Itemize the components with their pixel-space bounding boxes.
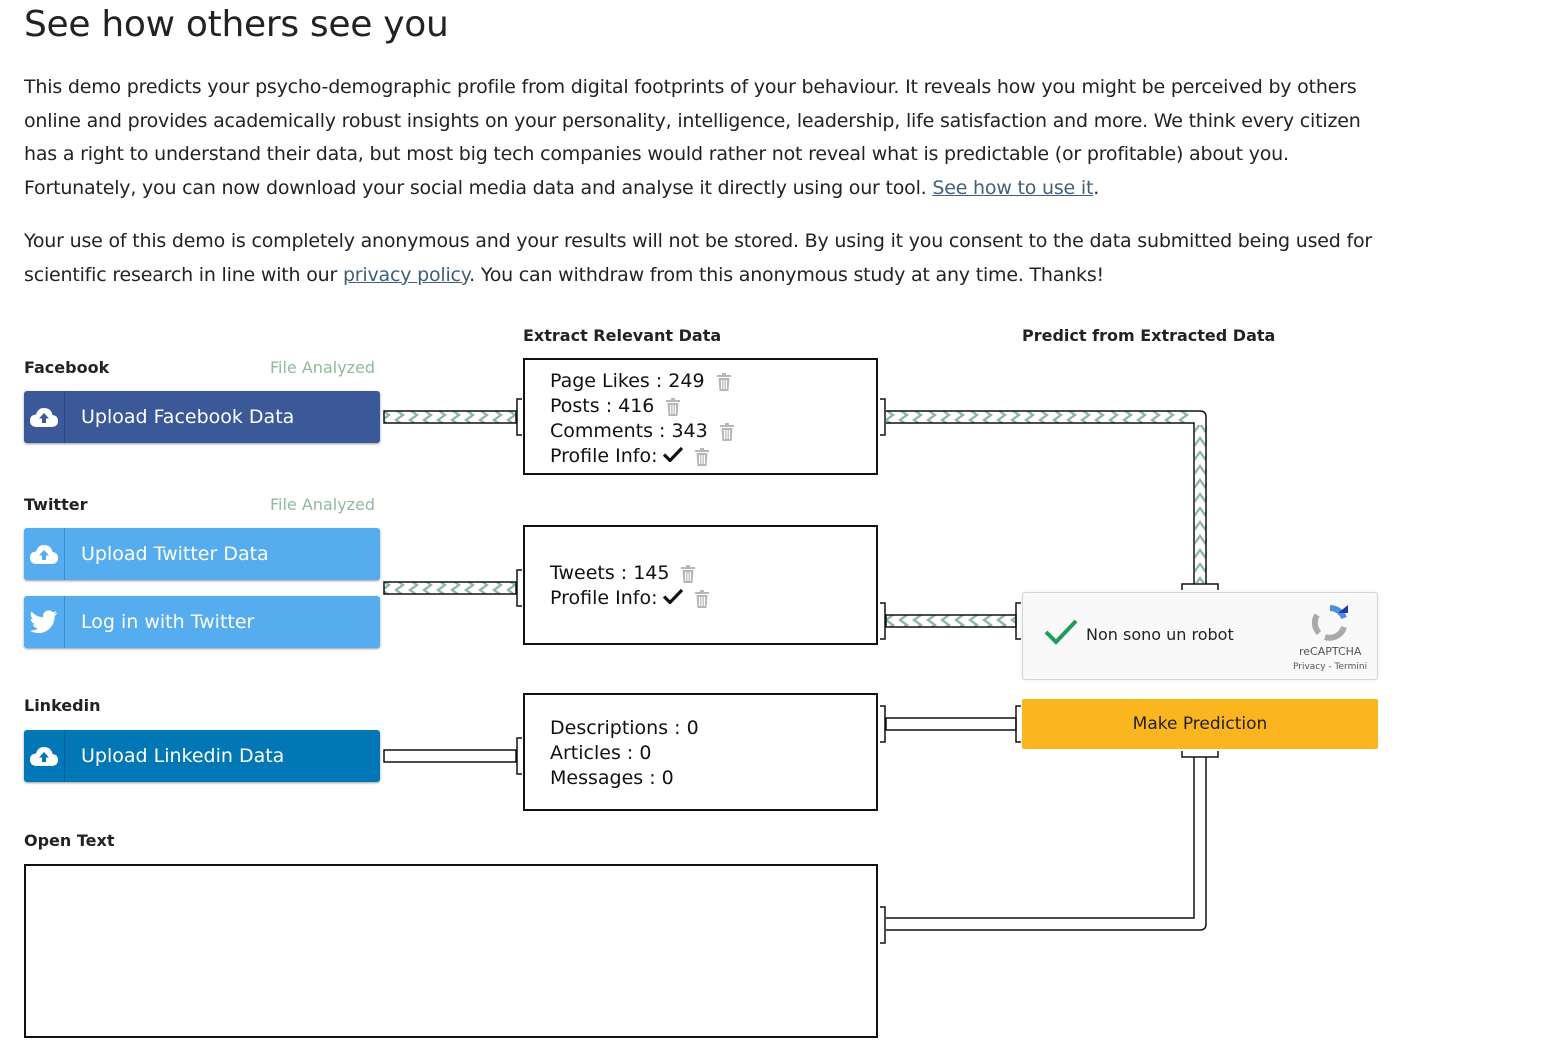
recaptcha-widget: Non sono un robot reCAPTCHA Privacy - Te… bbox=[1022, 592, 1378, 680]
twitter-stat-label: Profile Info: bbox=[550, 587, 658, 609]
linkedin-stat-label: Messages : 0 bbox=[550, 767, 674, 789]
linkedin-label: Linkedin bbox=[24, 696, 101, 715]
consent-text-end: . You can withdraw from this anonymous s… bbox=[469, 263, 1104, 286]
cloud-upload-icon bbox=[24, 391, 65, 443]
twitter-label: Twitter bbox=[24, 495, 88, 514]
consent-text: Your use of this demo is completely anon… bbox=[24, 230, 1372, 286]
twitter-stat-label: Tweets : 145 bbox=[550, 562, 670, 584]
linkedin-messages-row: Messages : 0 bbox=[550, 766, 699, 791]
upload-linkedin-button[interactable]: Upload Linkedin Data bbox=[24, 730, 380, 782]
upload-facebook-button[interactable]: Upload Facebook Data bbox=[24, 391, 380, 443]
recaptcha-logo-icon bbox=[1311, 605, 1349, 645]
intro-text: This demo predicts your psycho-demograph… bbox=[24, 76, 1361, 199]
trash-icon[interactable] bbox=[716, 372, 731, 391]
pipe-linkedin-predict bbox=[880, 705, 1021, 743]
pipe-opentext-predict bbox=[880, 751, 1219, 944]
recaptcha-terms-link[interactable]: Privacy - Termini bbox=[1293, 662, 1368, 672]
facebook-stat-label: Profile Info: bbox=[550, 445, 658, 467]
upload-linkedin-label: Upload Linkedin Data bbox=[81, 745, 285, 767]
recaptcha-checkbox[interactable] bbox=[1043, 617, 1079, 651]
linkedin-descriptions-row: Descriptions : 0 bbox=[550, 716, 699, 741]
linkedin-stat-label: Descriptions : 0 bbox=[550, 717, 699, 739]
facebook-label: Facebook bbox=[24, 358, 110, 377]
trash-icon[interactable] bbox=[666, 397, 681, 416]
linkedin-extract-box: Descriptions : 0 Articles : 0 Messages :… bbox=[523, 693, 878, 811]
intro-paragraph: This demo predicts your psycho-demograph… bbox=[24, 71, 1384, 205]
twitter-bird-icon bbox=[24, 596, 65, 648]
open-text-input[interactable] bbox=[24, 864, 878, 1038]
predict-column-heading: Predict from Extracted Data bbox=[1022, 326, 1276, 345]
facebook-posts-row: Posts : 416 bbox=[550, 394, 734, 419]
login-twitter-button[interactable]: Log in with Twitter bbox=[24, 596, 380, 648]
twitter-extract-box: Tweets : 145 Profile Info: bbox=[523, 525, 878, 645]
check-icon bbox=[663, 444, 684, 469]
how-to-use-link[interactable]: See how to use it bbox=[932, 176, 1094, 199]
pipe-twitter-extract bbox=[383, 569, 522, 607]
upload-twitter-button[interactable]: Upload Twitter Data bbox=[24, 528, 380, 580]
intro-text-end: . bbox=[1093, 176, 1100, 199]
twitter-tweets-row: Tweets : 145 bbox=[550, 561, 709, 586]
facebook-profile-row: Profile Info: bbox=[550, 444, 734, 469]
pipe-twitter-predict bbox=[880, 602, 1021, 640]
upload-facebook-label: Upload Facebook Data bbox=[81, 406, 295, 428]
trash-icon[interactable] bbox=[695, 447, 710, 466]
facebook-stat-label: Posts : 416 bbox=[550, 395, 655, 417]
twitter-profile-row: Profile Info: bbox=[550, 586, 710, 611]
open-text-label: Open Text bbox=[24, 831, 115, 850]
trash-icon[interactable] bbox=[681, 564, 696, 583]
pipe-facebook-extract bbox=[383, 398, 522, 436]
make-prediction-button[interactable]: Make Prediction bbox=[1022, 699, 1378, 749]
pipe-facebook-predict bbox=[880, 398, 1219, 590]
cloud-upload-icon bbox=[24, 528, 65, 580]
facebook-extract-box: Page Likes : 249 Posts : 416 Comments : … bbox=[523, 358, 878, 475]
recaptcha-brand: reCAPTCHA bbox=[1299, 645, 1362, 658]
upload-twitter-label: Upload Twitter Data bbox=[81, 543, 269, 565]
consent-paragraph: Your use of this demo is completely anon… bbox=[24, 225, 1384, 292]
linkedin-stat-label: Articles : 0 bbox=[550, 742, 652, 764]
extract-column-heading: Extract Relevant Data bbox=[523, 326, 722, 345]
recaptcha-label: Non sono un robot bbox=[1086, 625, 1234, 644]
twitter-status: File Analyzed bbox=[270, 495, 376, 514]
facebook-page-likes-row: Page Likes : 249 bbox=[550, 369, 734, 394]
login-twitter-label: Log in with Twitter bbox=[81, 611, 255, 633]
pipe-linkedin-extract bbox=[383, 737, 522, 775]
facebook-stat-label: Page Likes : 249 bbox=[550, 370, 705, 392]
trash-icon[interactable] bbox=[719, 422, 734, 441]
page-title: See how others see you bbox=[24, 4, 449, 45]
facebook-stat-label: Comments : 343 bbox=[550, 420, 708, 442]
trash-icon[interactable] bbox=[695, 589, 710, 608]
cloud-upload-icon bbox=[24, 730, 65, 782]
check-icon bbox=[663, 586, 684, 611]
facebook-comments-row: Comments : 343 bbox=[550, 419, 734, 444]
privacy-policy-link[interactable]: privacy policy bbox=[342, 263, 470, 286]
facebook-status: File Analyzed bbox=[270, 358, 376, 377]
linkedin-articles-row: Articles : 0 bbox=[550, 741, 699, 766]
